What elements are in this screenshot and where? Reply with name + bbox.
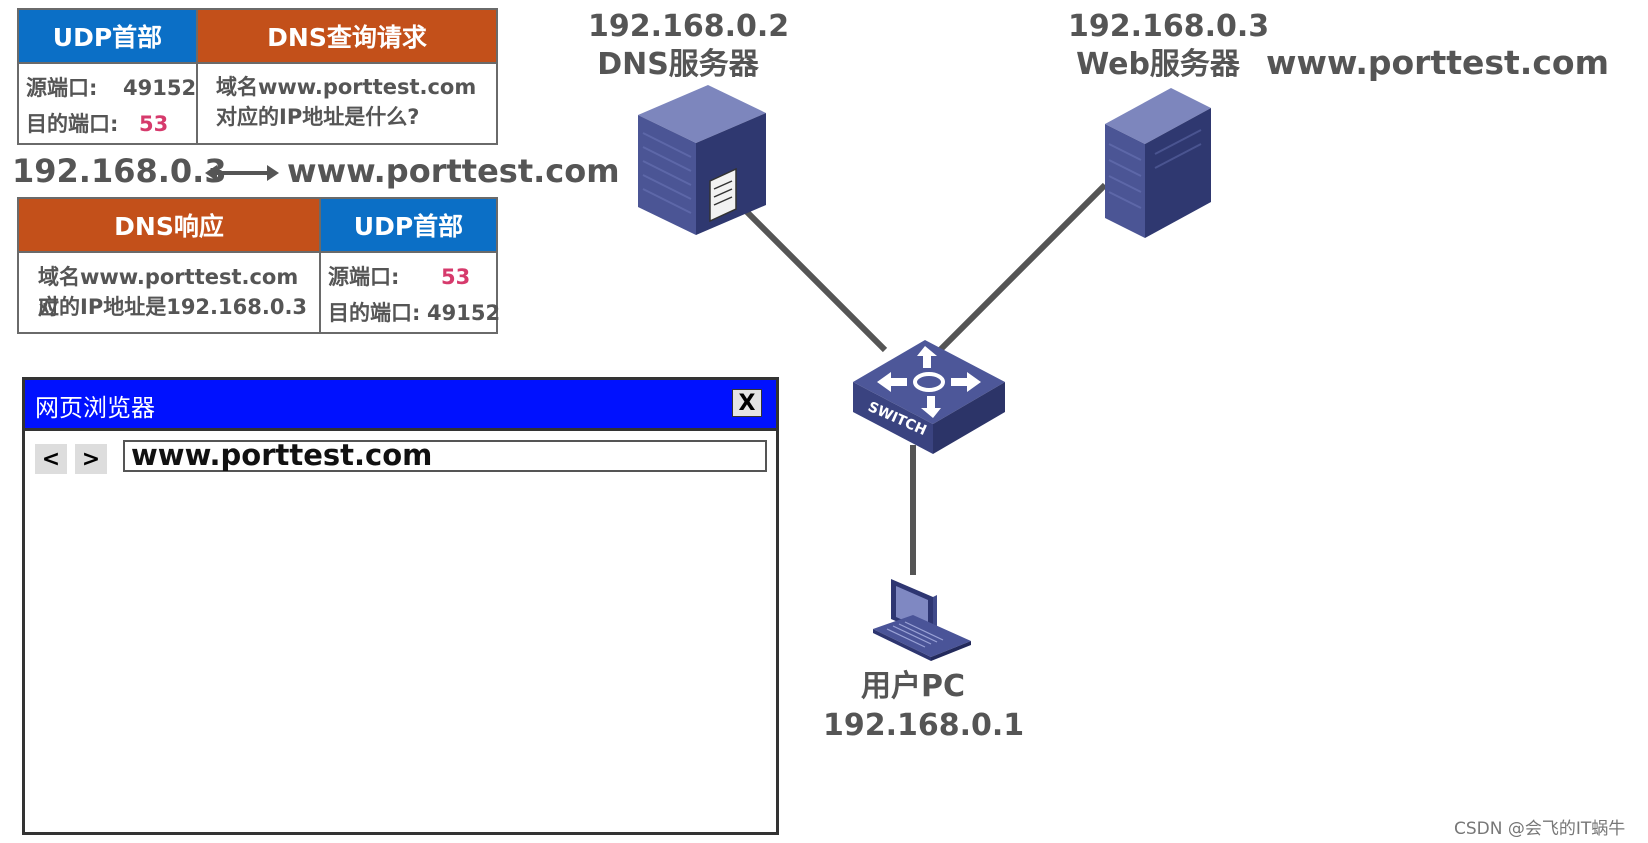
response-udp-header-body: 源端口: 53 目的端口: 49152 (319, 251, 501, 334)
query-dst-port-label: 目的端口: (26, 112, 119, 136)
query-udp-header-title: UDP首部 (17, 8, 198, 64)
response-answer-line2: 应的IP地址是192.168.0.3 (38, 295, 308, 319)
response-dst-port-label: 目的端口: (328, 301, 421, 325)
browser-titlebar: 网页浏览器 X (25, 380, 776, 431)
mapping-domain: www.porttest.com (287, 152, 620, 190)
dns-server-name: DNS服务器 (597, 47, 759, 82)
forward-button[interactable]: > (75, 444, 107, 474)
response-dns-header-title: DNS响应 (17, 197, 321, 253)
response-dns-body: 域名www.porttest.com对 应的IP地址是192.168.0.3 (17, 251, 321, 334)
response-src-port-value: 53 (441, 265, 471, 289)
watermark: CSDN @会飞的IT蜗牛 (1454, 819, 1626, 839)
web-server-name: Web服务器 (1076, 47, 1240, 82)
mapping-ip: 192.168.0.3 (12, 152, 227, 190)
browser-title: 网页浏览器 (35, 394, 155, 422)
query-question-line2: 对应的IP地址是什么? (216, 105, 420, 129)
address-bar[interactable]: www.porttest.com (123, 440, 767, 472)
close-button[interactable]: X (732, 389, 762, 417)
dns-server-ip: 192.168.0.2 (588, 9, 790, 44)
web-browser-window: 网页浏览器 X < > www.porttest.com (22, 377, 779, 835)
query-question-line1: 域名www.porttest.com (216, 75, 477, 99)
user-pc-ip: 192.168.0.1 (823, 708, 1025, 743)
web-server-icon (1105, 88, 1211, 238)
link-web-switch (937, 182, 1108, 353)
user-pc-icon (873, 579, 971, 661)
double-arrow-icon (205, 165, 279, 181)
dns-server-icon (638, 85, 766, 235)
response-src-port-label: 源端口: (328, 265, 400, 289)
web-server-domain: www.porttest.com (1266, 43, 1609, 82)
query-src-port-label: 源端口: (26, 76, 98, 100)
response-dst-port-value: 49152 (427, 301, 501, 325)
user-pc-name: 用户PC (860, 669, 965, 704)
query-dns-body: 域名www.porttest.com 对应的IP地址是什么? (196, 62, 498, 145)
link-dns-switch (719, 184, 888, 353)
query-src-port-value: 49152 (123, 76, 197, 100)
back-button[interactable]: < (35, 444, 67, 474)
query-udp-header-body: 源端口: 49152 目的端口: 53 (17, 62, 198, 145)
query-dst-port-value: 53 (139, 112, 169, 136)
switch-icon: SWITCH (853, 340, 1005, 454)
response-answer-line1: 域名www.porttest.com对 (38, 265, 299, 319)
web-server-ip: 192.168.0.3 (1068, 9, 1270, 44)
